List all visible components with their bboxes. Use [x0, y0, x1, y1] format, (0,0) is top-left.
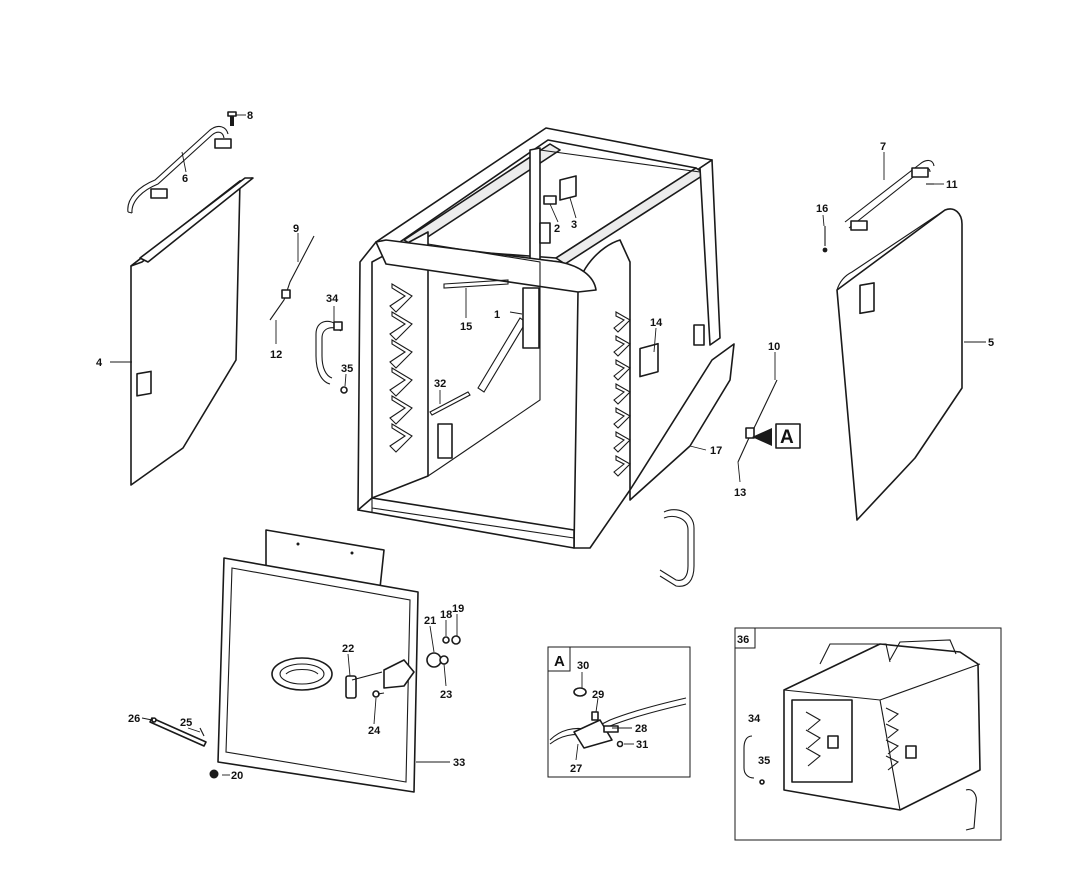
callout-15: 15	[460, 321, 472, 333]
callout-10: 10	[768, 341, 780, 353]
callout-2: 2	[554, 223, 560, 235]
detail-a-tag: A	[752, 423, 801, 449]
main-frame	[357, 127, 735, 549]
screw-24	[372, 690, 385, 698]
callout-32: 32	[434, 378, 446, 390]
right-side-panel	[836, 208, 963, 521]
callout-3: 3	[571, 219, 577, 231]
wire-9-12	[269, 235, 315, 321]
bolt-8	[227, 111, 237, 126]
assembled-callout-35: 35	[758, 755, 770, 767]
callout-11: 11	[946, 179, 958, 191]
assembled-callout-34: 34	[748, 713, 761, 725]
callout-13: 13	[734, 487, 746, 499]
callout-21: 21	[424, 615, 436, 627]
key-22	[345, 671, 383, 699]
left-side-panel	[130, 177, 254, 486]
hinge-2	[543, 195, 557, 205]
washer-18	[442, 636, 450, 644]
callout-30: 30	[577, 660, 589, 672]
callout-33: 33	[453, 757, 465, 769]
latch-rod-26	[149, 717, 207, 747]
bolt-16	[822, 226, 828, 253]
door-33	[217, 557, 419, 793]
callout-23: 23	[440, 689, 452, 701]
knob-20	[209, 769, 219, 779]
callout-35: 35	[341, 363, 353, 375]
callout-34: 34	[326, 293, 339, 305]
callout-22: 22	[342, 643, 354, 655]
callout-4: 4	[96, 357, 103, 369]
callout-17: 17	[710, 445, 722, 457]
callout-1: 1	[494, 309, 500, 321]
callout-labels: 1 2 3 4 5 6 7 8 9 10 11 12 13 14 15 16 1…	[96, 110, 994, 782]
loose-curved-handle	[659, 509, 695, 587]
callout-28: 28	[635, 723, 647, 735]
nut-23	[439, 655, 449, 665]
lock-body-21	[383, 652, 442, 689]
callout-12: 12	[270, 349, 282, 361]
callout-31: 31	[636, 739, 648, 751]
curved-handle-34	[315, 320, 343, 385]
left-louvres	[389, 283, 413, 453]
callout-18: 18	[440, 609, 452, 621]
nut-35	[340, 386, 348, 394]
hinge-3	[559, 175, 577, 201]
right-louvres	[613, 311, 631, 477]
callout-29: 29	[592, 689, 604, 701]
callout-8: 8	[247, 110, 253, 122]
callout-19: 19	[452, 603, 464, 615]
nut-19	[451, 635, 461, 645]
callout-16: 16	[816, 203, 828, 215]
right-handle	[844, 159, 935, 231]
detail-a-tag-label: A	[780, 427, 794, 448]
callout-9: 9	[293, 223, 299, 235]
leader-lines	[110, 114, 986, 776]
callout-26: 26	[128, 713, 140, 725]
callout-20: 20	[231, 770, 243, 782]
callout-14: 14	[650, 317, 663, 329]
assembled-view-panel-label: 36	[737, 634, 749, 646]
screw-25	[199, 727, 205, 737]
detail-a-panel: A	[547, 646, 691, 778]
callout-24: 24	[368, 725, 381, 737]
callout-7: 7	[880, 141, 886, 153]
callout-6: 6	[182, 173, 188, 185]
callout-5: 5	[988, 337, 994, 349]
assembled-view-panel: 36	[734, 627, 1002, 841]
detail-a-panel-label: A	[554, 653, 565, 670]
wire-10-13	[737, 379, 778, 463]
callout-25: 25	[180, 717, 192, 729]
callout-27: 27	[570, 763, 582, 775]
